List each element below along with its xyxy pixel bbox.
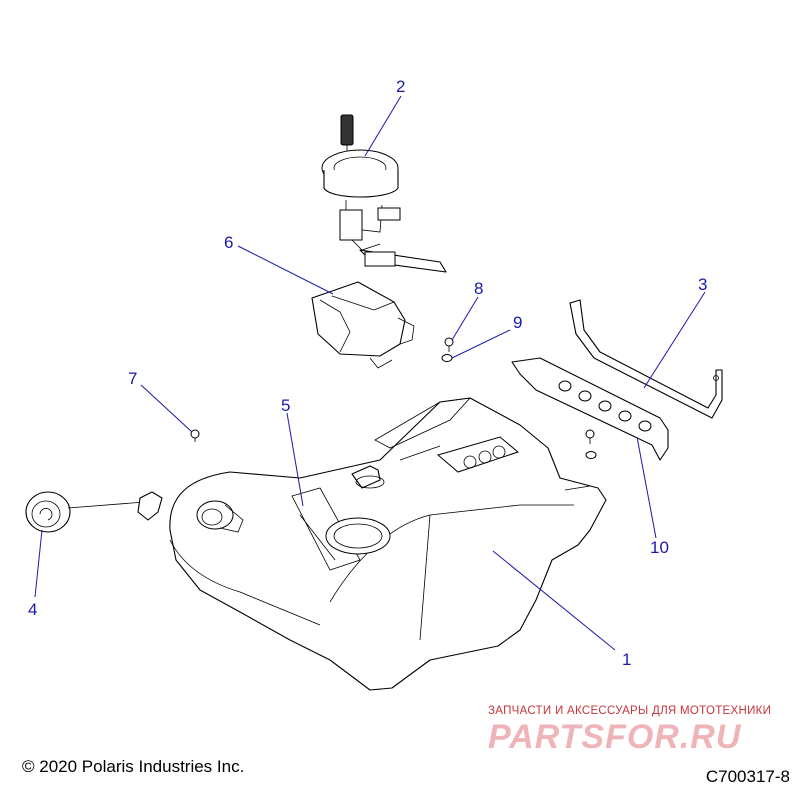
callout-3: 3 [698,275,707,294]
callout-2: 2 [396,77,405,96]
callout-5: 5 [281,396,290,415]
callout-4: 4 [28,600,37,619]
watermark-logo: PARTSFOR.RU [488,718,742,756]
callout-6: 6 [224,233,233,252]
callout-10: 10 [650,538,669,557]
tank-bracket-upper [569,299,723,419]
screw-10 [585,429,597,459]
callout-7: 7 [128,369,137,388]
tank-bracket-lower [511,357,669,461]
fuel-cap [25,491,163,533]
callout-8: 8 [474,279,483,298]
fuel-tank [169,397,607,691]
screw-7 [190,429,200,442]
pump-cover [311,281,415,369]
copyright-text: © 2020 Polaris Industries Inc. [22,757,245,776]
callout-1: 1 [622,650,631,669]
leader-lines [34,95,706,651]
screw-8 [444,337,454,352]
callout-labels: 1 2 3 4 5 6 7 8 9 10 [28,77,707,669]
diagram-code: C700317-8 [705,767,790,786]
callout-9: 9 [513,313,522,332]
watermark-tagline: ЗАПЧАСТИ И АКСЕССУАРЫ ДЛЯ МОТОТЕХНИКИ [488,705,772,717]
fuel-pump [321,114,447,273]
nut-9 [441,354,453,362]
